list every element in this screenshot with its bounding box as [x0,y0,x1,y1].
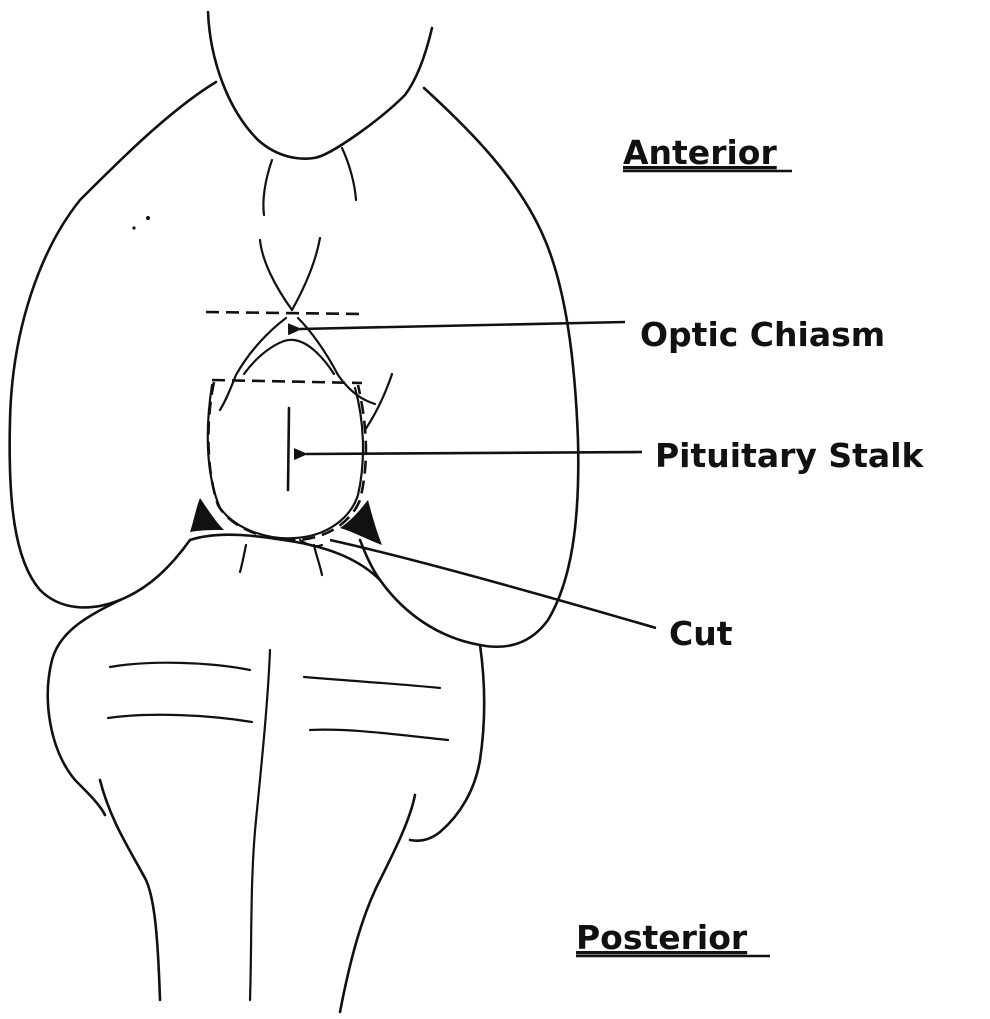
label-optic-chiasm: Optic Chiasm [640,315,885,354]
medulla-left-outline [100,780,160,1000]
label-cut: Cut [669,614,733,653]
posterior-lobe-outline-right [410,645,484,841]
speck-2 [132,226,135,229]
right-dark-wedge [340,500,382,545]
olfactory-bulb-outline [208,12,432,159]
right-hemisphere-outline [360,88,578,647]
root-right [314,545,322,575]
pituitary-stalk-leader [306,452,642,454]
label-posterior: Posterior [576,918,748,957]
right-inner-tract [342,148,356,200]
midbrain-top-curve [190,535,380,580]
optic-tract-right [298,318,375,404]
optic-nerve-left [260,240,292,310]
label-pituitary-stalk: Pituitary Stalk [655,436,925,475]
left-inner-tract [263,160,272,215]
root-right-hook [300,540,322,546]
cut-leader [330,540,656,628]
dashed-cut-line-lower [212,380,362,383]
midline-groove [250,650,270,1000]
speck-1 [146,216,150,220]
dashed-cut-line-upper [206,312,360,314]
transverse-line-right-2 [310,730,448,740]
pituitary-stalk-line [288,408,289,490]
optic-chiasm-leader [300,322,625,329]
transverse-line-left-2 [108,715,252,722]
optic-nerve-right [292,238,320,310]
root-left [240,545,246,572]
label-anterior: Anterior [623,133,777,172]
medulla-right-outline [340,795,415,1012]
pituitary-outline [208,385,363,538]
transverse-line-right-1 [304,677,440,688]
posterior-lobe-outline [48,600,120,815]
transverse-line-left-1 [110,663,250,670]
left-hemisphere-outline [10,82,216,607]
